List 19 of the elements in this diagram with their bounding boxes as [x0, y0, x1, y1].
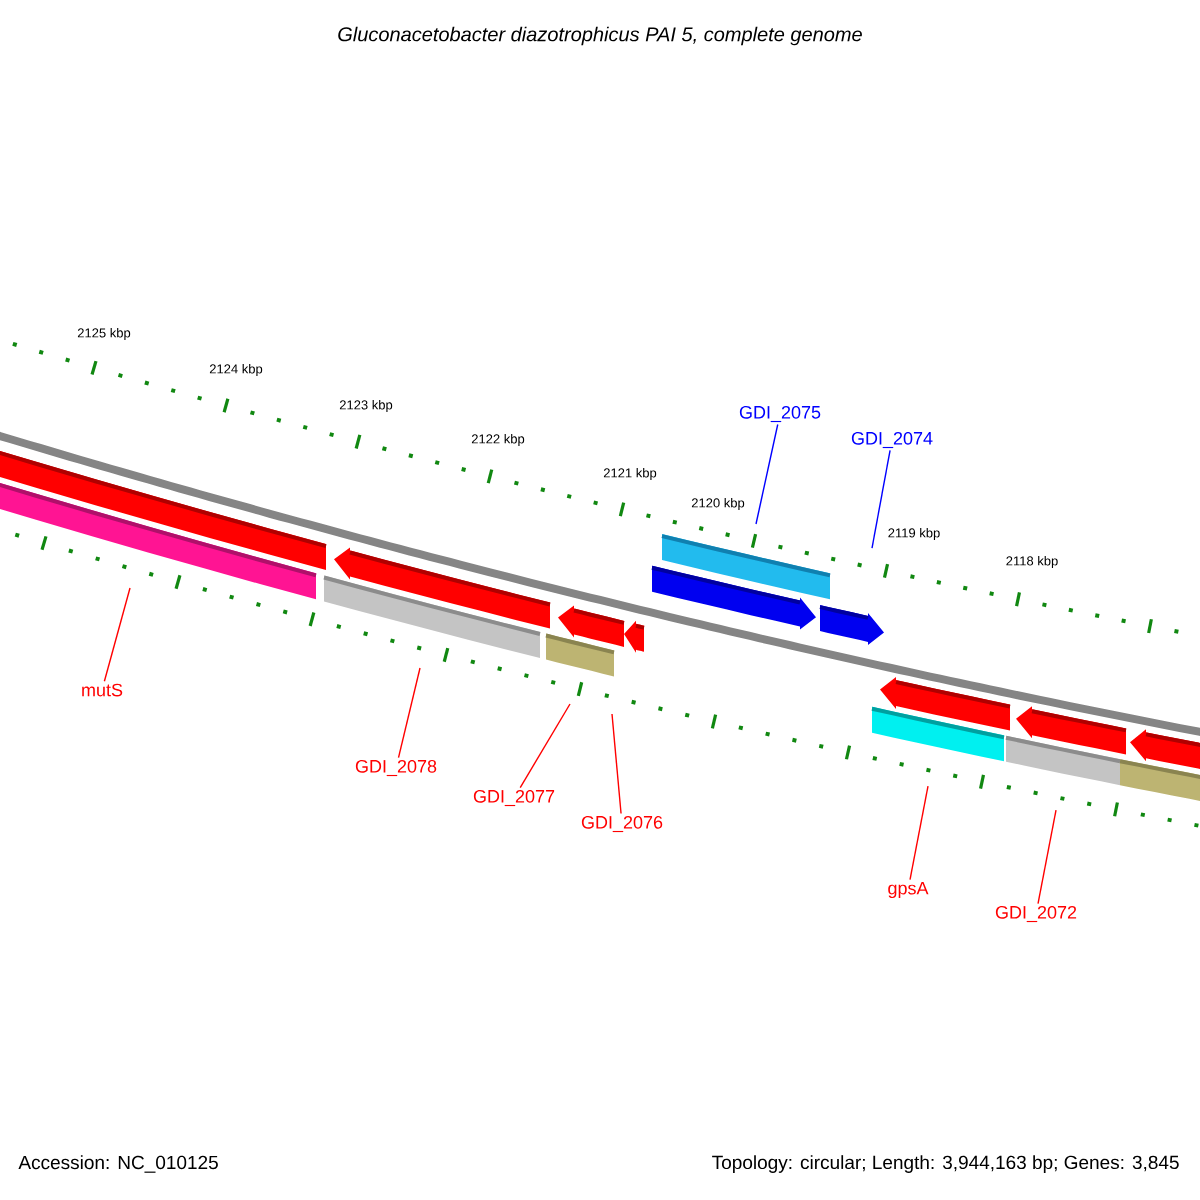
- leader-line: [397, 667, 421, 759]
- leader-line: [1037, 809, 1057, 905]
- gene-label: GDI_2076: [581, 815, 663, 833]
- leader-line: [909, 785, 929, 881]
- leader-line: [611, 713, 622, 815]
- leader-line: [103, 587, 131, 682]
- gene-label: GDI_2078: [355, 759, 437, 777]
- leader-line: [755, 423, 779, 525]
- gene-label: mutS: [82, 683, 123, 697]
- gene-label: gpsA: [888, 881, 929, 899]
- gene-label: GDI_2072: [995, 905, 1077, 923]
- gene-label: GDI_2075: [739, 405, 821, 423]
- title: Gluconacetobacter diazotrophicus PAI 5, complete genome: [338, 26, 862, 46]
- leader-line: [871, 449, 891, 549]
- leader-line: [519, 703, 571, 789]
- accession-text: Accession: NC_010125: [18, 1155, 218, 1173]
- gene-label: GDI_2074: [851, 431, 933, 449]
- genome-info-text: Topology: circular; Length: 3,944,163 bp; Genes: 3,845: [712, 1155, 1179, 1173]
- gene-label: GDI_2077: [473, 789, 555, 807]
